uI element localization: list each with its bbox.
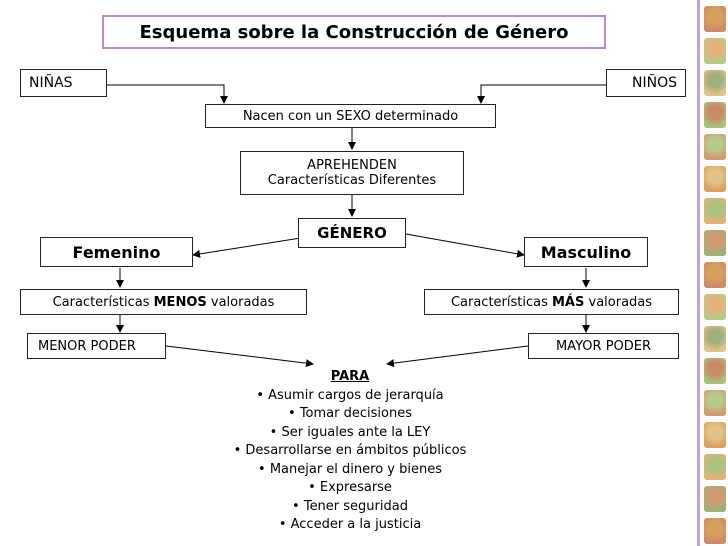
node-caracteristicas-menos: Características MENOS valoradas — [20, 289, 307, 315]
portrait-thumbnail — [704, 70, 726, 96]
portrait-thumbnail — [704, 518, 726, 544]
portrait-thumbnail — [704, 38, 726, 64]
para-item: • Tener seguridad — [292, 498, 408, 514]
node-ninas: NIÑAS — [20, 69, 107, 97]
aprehenden-line-2: Características Diferentes — [267, 173, 437, 188]
node-nacen: Nacen con un SEXO determinado — [205, 104, 496, 128]
para-item: • Asumir cargos de jerarquía — [256, 387, 444, 403]
menos-suffix: valoradas — [206, 294, 275, 310]
portrait-thumbnail — [704, 294, 726, 320]
para-item: • Tomar decisiones — [288, 406, 412, 421]
arrow-mayor-poder-to-para — [386, 345, 529, 368]
node-femenino: Femenino — [40, 237, 193, 267]
para-header: PARA — [330, 369, 370, 384]
para-list: PARA • Asumir cargos de jerarquía • Tomar… — [200, 368, 500, 535]
node-mayor-poder: MAYOR PODER — [528, 333, 679, 359]
portrait-thumbnail — [704, 454, 726, 480]
node-menor-poder: MENOR PODER — [27, 333, 166, 359]
portrait-thumbnail — [704, 134, 726, 160]
portrait-thumbnail — [704, 102, 726, 128]
photo-strip — [697, 0, 728, 546]
portrait-thumbnail — [704, 230, 726, 256]
node-masculino: Masculino — [524, 237, 648, 267]
node-aprehenden: APREHENDEN Características Diferentes — [240, 151, 464, 195]
menos-emph: MENOS — [153, 294, 207, 310]
portrait-thumbnail — [704, 358, 726, 384]
menos-prefix: Características — [52, 294, 154, 310]
aprehenden-line-1: APREHENDEN — [307, 158, 397, 173]
portrait-thumbnail — [704, 262, 726, 288]
node-genero: GÉNERO — [298, 218, 406, 248]
portrait-thumbnail — [704, 6, 726, 32]
para-item: • Desarrollarse en ámbitos públicos — [233, 443, 467, 458]
para-item: • Ser iguales ante la LEY — [269, 424, 431, 440]
portrait-thumbnail — [704, 198, 726, 224]
para-item: • Manejar el dinero y bienes — [258, 461, 442, 477]
arrow-ninos-to-nacen — [477, 84, 606, 104]
portrait-thumbnail — [704, 166, 726, 192]
portrait-thumbnail — [704, 390, 726, 416]
mas-prefix: Características — [450, 294, 552, 310]
mas-emph: MÁS — [552, 294, 585, 310]
para-item: • Expresarse — [308, 480, 392, 495]
arrow-menor-poder-to-para — [165, 345, 314, 368]
node-ninos: NIÑOS — [606, 69, 686, 97]
node-caracteristicas-mas: Características MÁS valoradas — [424, 289, 679, 315]
portrait-thumbnail — [704, 422, 726, 448]
para-items: • Asumir cargos de jerarquía • Tomar deci… — [200, 387, 500, 535]
diagram-title: Esquema sobre la Construcción de Género — [102, 15, 606, 49]
portrait-thumbnail — [704, 486, 726, 512]
arrow-genero-to-masculino — [405, 233, 525, 258]
mas-suffix: valoradas — [584, 294, 653, 310]
portrait-thumbnail — [704, 326, 726, 352]
arrow-ninas-to-nacen — [107, 84, 228, 104]
para-item: • Acceder a la justicia — [278, 517, 422, 532]
